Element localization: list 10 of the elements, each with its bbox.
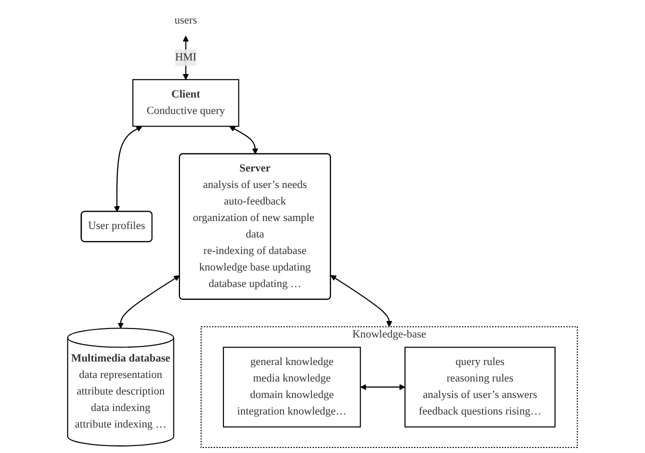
arrow [330, 275, 392, 327]
node-box: general knowledge media knowledge domain knowledge integration knowledge… [222, 346, 361, 428]
arrow [229, 126, 258, 154]
edge-label: HMI [175, 51, 196, 64]
node-box: Client Conductive query [132, 79, 240, 127]
node-box: query rules reasoning rules analysis of user’s answers feedback questions rising… [404, 346, 556, 428]
arrow [118, 275, 180, 329]
node-text: users [174, 14, 198, 26]
arrow [114, 126, 142, 212]
arrow [360, 384, 406, 390]
